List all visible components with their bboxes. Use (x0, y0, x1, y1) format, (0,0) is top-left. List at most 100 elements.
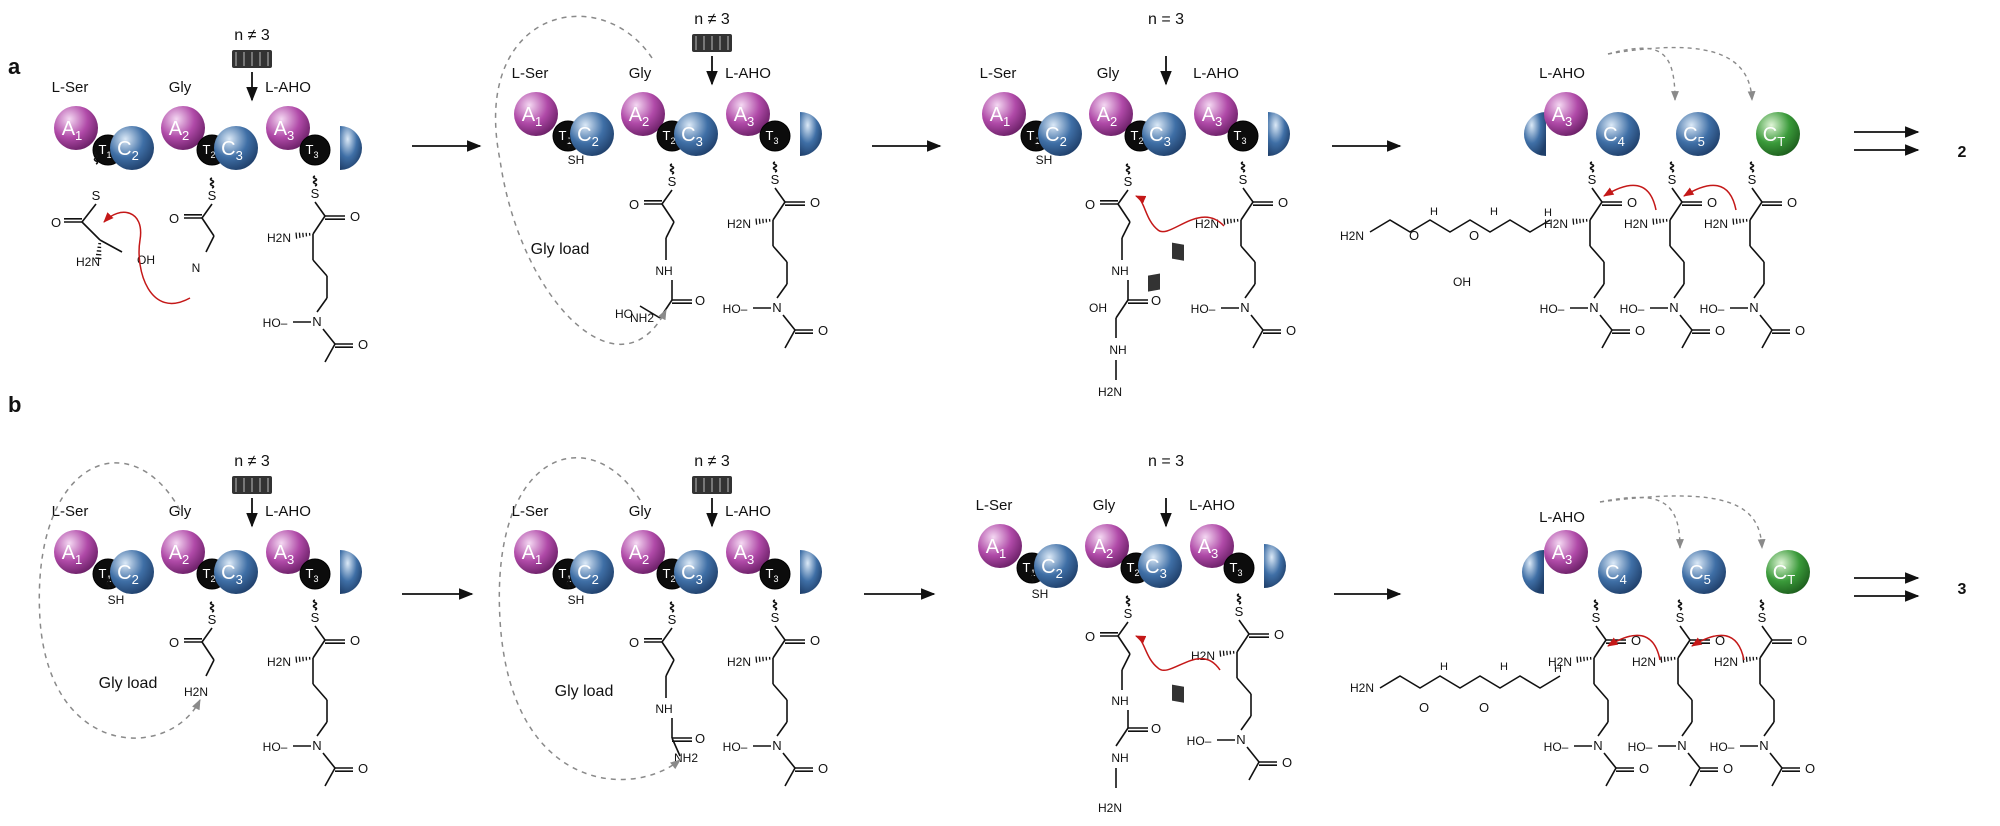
amine-nh2: H2N (1350, 681, 1374, 695)
bond (1589, 201, 1603, 221)
hexamer-complex-icon (692, 34, 732, 52)
hash-stroke (298, 232, 301, 239)
bond (661, 203, 675, 223)
bond (201, 627, 213, 643)
domain-subscript: 5 (1698, 134, 1705, 149)
domain-subscript: 1 (999, 546, 1006, 561)
sulfur-atom: S (1592, 610, 1601, 625)
hash-stroke (1732, 218, 1735, 225)
amine-nh2: H2N (1548, 655, 1572, 669)
domain-A2 (1085, 524, 1129, 568)
bond (312, 639, 326, 659)
domain-subscript: 2 (132, 572, 139, 587)
wavy-bond (1236, 593, 1242, 605)
thiol-sh: SH (1036, 153, 1053, 167)
hydroxyl-ho: HO (615, 307, 633, 321)
amine-nh2: H2N (184, 685, 208, 699)
domain-subscript: 3 (287, 128, 294, 143)
domain-C3 (1138, 544, 1182, 588)
hash-stroke (1660, 656, 1663, 663)
bond (99, 239, 123, 253)
bond (1117, 621, 1129, 637)
domain-subscript: 2 (1110, 114, 1117, 129)
domain-subscript: 3 (1164, 134, 1171, 149)
domain-subscript: 3 (773, 574, 778, 584)
thiol-sh: SH (108, 593, 125, 607)
domain-subscript: 3 (696, 572, 703, 587)
bond (776, 283, 788, 299)
bond (661, 189, 673, 205)
amine-nh2: H2N (1098, 385, 1122, 399)
gly-load-dashed-arrow (494, 15, 667, 345)
bond (1591, 187, 1603, 203)
gly-load-label: Gly load (99, 675, 158, 692)
domain-subscript: 3 (696, 134, 703, 149)
oxygen-atom: O (810, 195, 820, 210)
domain-subscript: 2 (670, 574, 675, 584)
domain-C2 (570, 550, 614, 594)
hashed-wedge (95, 242, 102, 260)
oxygen-atom: O (1715, 323, 1725, 338)
nitrogen-atom: N (772, 738, 781, 753)
monomer-label-aho: L-AHO (265, 503, 311, 520)
hash-stroke (1572, 218, 1575, 225)
oxygen-atom: O (1278, 195, 1288, 210)
amide-nh: NH (1111, 264, 1128, 278)
bond (1751, 187, 1763, 203)
sulfur-atom: S (771, 610, 780, 625)
domain-subscript: 3 (1215, 114, 1222, 129)
domain-subscript: 1 (535, 114, 542, 129)
domain-CT (1766, 550, 1810, 594)
domain-partial (1524, 112, 1546, 156)
hydroxyl-ho: HO– (1187, 734, 1212, 748)
gly-load-label: Gly load (531, 241, 590, 258)
bond (1242, 187, 1254, 203)
hash-stroke (1222, 650, 1225, 657)
stereo-wedge (755, 218, 771, 225)
oxygen-atom: O (1151, 293, 1161, 308)
monomer-label-ser: L-Ser (52, 79, 89, 96)
bond (659, 299, 673, 319)
oxygen-atom: O (1787, 195, 1797, 210)
sulfur-atom: S (208, 188, 217, 203)
bond (1117, 635, 1131, 655)
wavy-bond (772, 161, 778, 173)
stereo-wedge (1219, 650, 1235, 657)
domain-subscript: 4 (1678, 574, 1683, 584)
stereo-wedge (1660, 656, 1676, 663)
domain-T4-label: T4 (1671, 566, 1684, 584)
bond (776, 721, 788, 737)
thiol-sh: SH (568, 593, 585, 607)
bond (81, 221, 101, 241)
domain-C2 (570, 112, 614, 156)
domain-subscript: 2 (1138, 136, 1143, 146)
bond (1769, 752, 1783, 769)
hash-stroke (1575, 218, 1578, 225)
domain-subscript: 2 (592, 134, 599, 149)
domain-subscript: 3 (313, 574, 318, 584)
bond (1761, 329, 1773, 349)
hydroxyl-ho: HO– (1191, 302, 1216, 316)
domain-subscript: 3 (1160, 566, 1167, 581)
product-label-2: 2 (1958, 144, 1967, 161)
transfer-dashed-arrow (1599, 496, 1684, 549)
wavy-bond (669, 601, 675, 613)
hydroxyl-oh: OH (1453, 275, 1471, 289)
bond (205, 235, 215, 253)
oxygen-atom: O (169, 635, 179, 650)
monomer-label-ser: L-Ser (52, 503, 89, 520)
thiol-sh: SH (568, 153, 585, 167)
mechanism-arrow (1691, 634, 1745, 661)
bond (1240, 245, 1256, 263)
wavy-bond (1125, 163, 1131, 175)
domain-subscript: 3 (773, 136, 778, 146)
oxygen-atom: O (1409, 228, 1419, 243)
domain-A3 (266, 106, 310, 150)
bond (1121, 221, 1131, 239)
hexamer-complex-icon (692, 476, 732, 494)
monomer-label-ser: L-Ser (980, 65, 1017, 82)
bond (314, 625, 326, 641)
bond (782, 314, 796, 331)
amide-nh: NH (655, 702, 672, 716)
wavy-bond (1125, 595, 1131, 607)
